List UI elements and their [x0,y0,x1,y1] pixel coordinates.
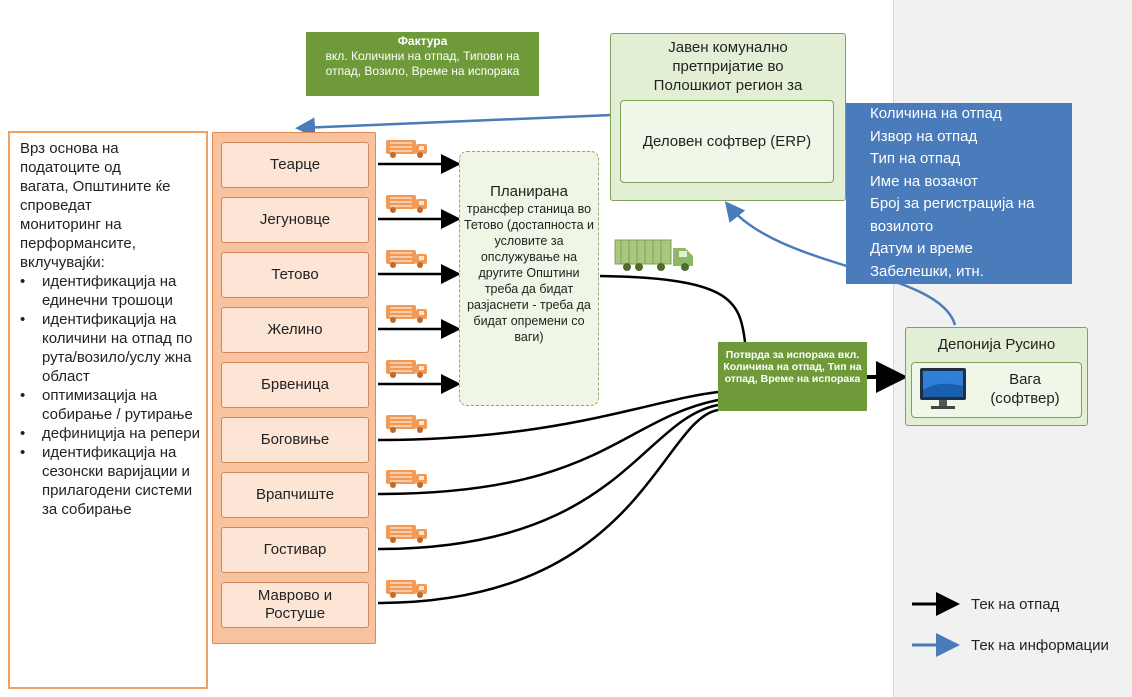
municipality-box: Маврово и Ростуше [221,582,369,628]
transfer-truck-icon [614,239,693,271]
municipality-box: Тетово [221,252,369,298]
monitoring-item: дефиниција на репери [20,424,200,443]
garbage-truck-icon [386,250,427,268]
municipality-box: Јегуновце [221,197,369,243]
data-field: возилото [870,217,934,235]
waste-curve-mavrovo [377,408,719,605]
transfer-description: трансфер станица во Тетово (достапноста … [464,202,594,344]
delivery-confirmation-box: Потврда за испорака вкл. Количина на отп… [718,342,867,411]
data-field: Количина на отпад [870,105,1002,122]
invoice-title: Фактура [397,34,448,48]
data-field: Датум и време [870,240,973,257]
municipality-box: Желино [221,307,369,353]
transfer-station-box: Планирана трансфер станица во Тетово (до… [459,151,599,406]
data-field: Број за регистрација на [870,195,1035,212]
data-field: Извор на отпад [870,127,978,145]
monitoring-list: идентификација на единечни трошоци идент… [20,272,200,519]
garbage-truck-icon [386,195,427,213]
erp-box: Деловен софтвер (ERP) [620,100,834,183]
info-arrow-to-municipalities [295,113,613,138]
monitoring-intro: Врз основа на податоците од вагата, Општ… [20,140,171,271]
waste-curve-transfer [599,274,747,343]
municipality-box: Врапчиште [221,472,369,518]
municipalities-panel: Теарце Јегуновце Тетово Желино Брвеница … [212,132,376,644]
garbage-truck-icon [386,525,427,543]
monitoring-item: оптимизација на собирање / рутирање [20,386,200,424]
garbage-truck-icon [386,360,427,378]
data-fields-box: Количина на отпад Извор на отпад Тип на … [846,103,1072,284]
garbage-truck-icon [386,580,427,598]
garbage-truck-icon [386,140,427,158]
municipality-box: Боговиње [221,417,369,463]
municipality-box: Брвеница [221,362,369,408]
data-field: Име на возачот [870,172,978,190]
monitoring-item: идентификација на сезонски варијации и п… [20,443,200,519]
garbage-truck-icon [386,470,427,488]
data-field: Забелешки, итн. [870,262,984,280]
garbage-truck-icon [386,305,427,323]
waste-curve-vrapchishte [377,398,719,496]
transfer-title: Планирана [490,183,568,200]
waste-curve-gostivar [377,403,719,551]
municipality-box: Гостивар [221,527,369,573]
legend-info-flow: Тек на информации [971,637,1109,654]
garbage-truck-icon [386,415,427,433]
scale-label: Вага (софтвер) [990,371,1060,407]
legend-waste-flow: Тек на отпад [971,596,1060,613]
invoice-box: Фактура вкл. Количини на отпад, Типови н… [306,32,539,96]
monitoring-panel: Врз основа на податоците од вагата, Општ… [8,131,208,689]
monitoring-item: идентификација на количини на отпад по р… [20,310,200,386]
erp-label: Деловен софтвер (ERP) [642,133,812,150]
waste-curve-bogovinje [377,390,719,442]
delivery-confirmation-text: Потврда за испорака вкл. Количина на отп… [723,349,862,385]
municipality-box: Теарце [221,142,369,188]
monitoring-item: идентификација на единечни трошоци [20,272,200,310]
invoice-body: вкл. Количини на отпад, Типови на отпад,… [325,49,520,78]
data-field: Тип на отпад [870,150,961,167]
computer-monitor-icon [920,368,966,409]
landfill-title: Депонија Русино [937,336,1056,353]
